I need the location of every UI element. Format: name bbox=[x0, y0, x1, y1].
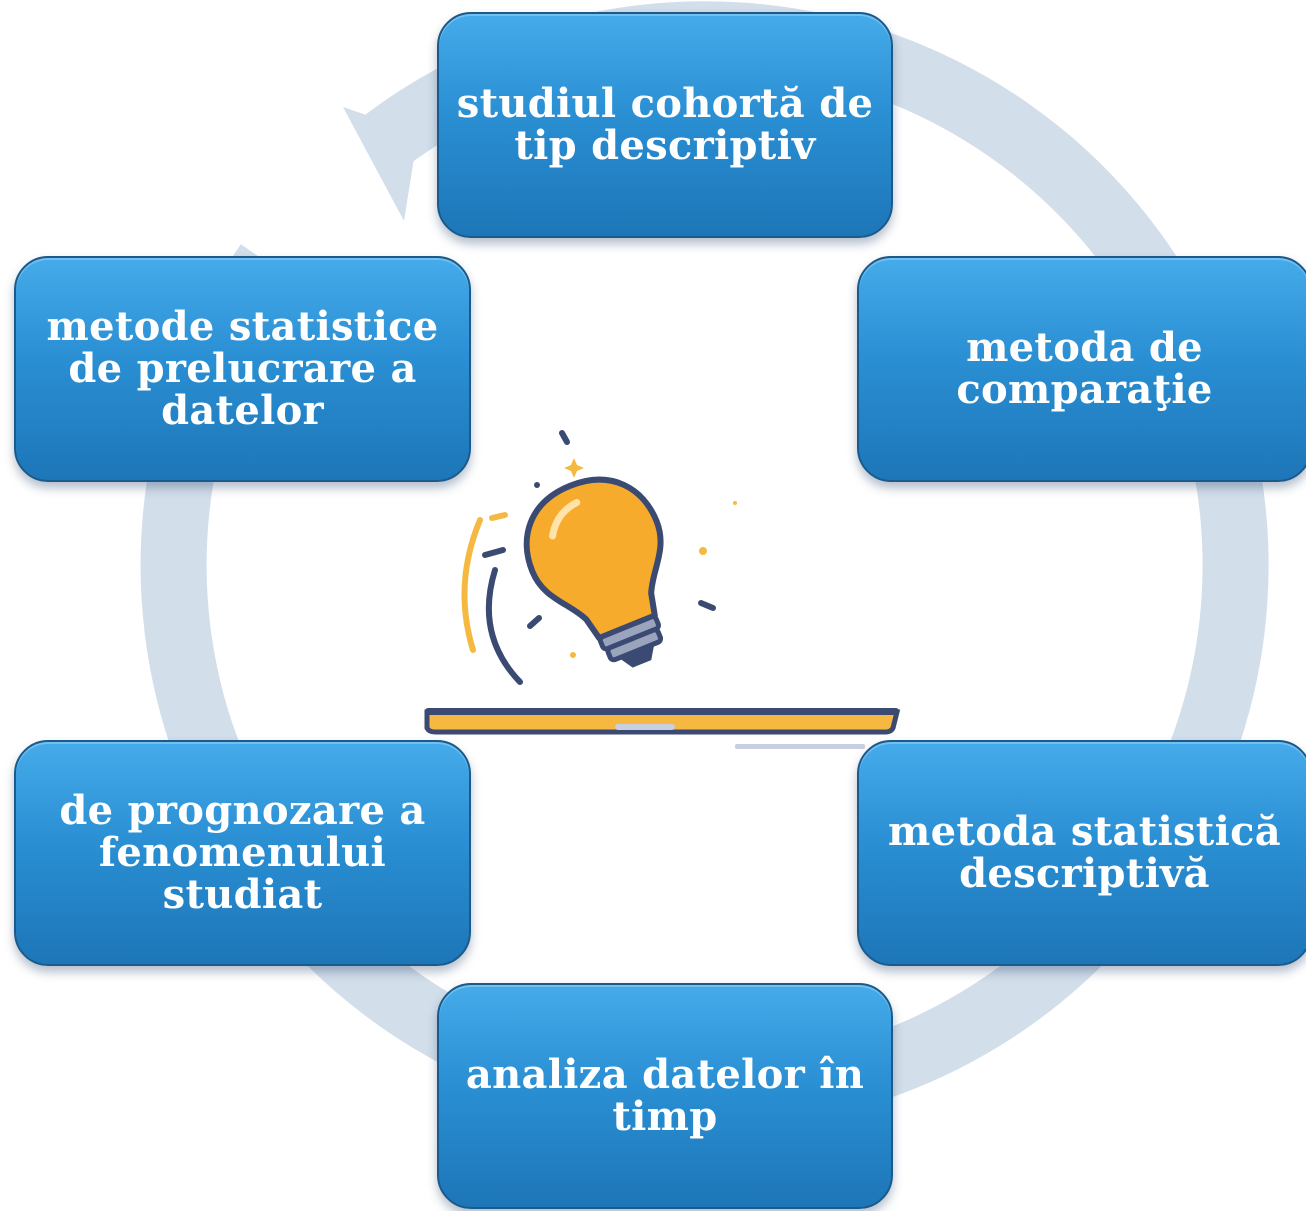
node-label: metoda de comparaţie bbox=[956, 324, 1213, 413]
laptop-base-icon bbox=[424, 708, 901, 749]
sparkle-icon bbox=[527, 615, 542, 629]
star-sparkle-icon bbox=[564, 458, 584, 478]
node-statistical-processing: metode statistice de prelucrare a datelo… bbox=[14, 256, 471, 482]
sparkle-icon bbox=[559, 430, 570, 445]
node-comparison-method: metoda de comparaţie bbox=[857, 256, 1306, 482]
sparkle-icon bbox=[698, 600, 716, 611]
node-time-analysis: analiza datelor în timp bbox=[437, 983, 893, 1209]
node-descriptive-statistics: metoda statistică descriptivă bbox=[857, 740, 1306, 966]
sparkle-dot-icon bbox=[699, 547, 707, 555]
sparkle-dot-icon bbox=[570, 652, 576, 658]
sparkle-dot-icon bbox=[534, 482, 540, 488]
node-label: de prognozare a fenomenului studiat bbox=[59, 787, 426, 918]
motion-arc-icon bbox=[485, 567, 523, 685]
node-label: metoda statistică descriptivă bbox=[888, 808, 1281, 897]
sparkle-icon bbox=[489, 512, 508, 521]
node-forecasting: de prognozare a fenomenului studiat bbox=[14, 740, 471, 966]
sparkle-dot-icon bbox=[733, 501, 737, 505]
lightbulb-on-laptop-icon bbox=[424, 430, 901, 749]
lightbulb-icon bbox=[523, 476, 664, 668]
node-label: metode statistice de prelucrare a datelo… bbox=[46, 303, 439, 434]
motion-arc-icon bbox=[461, 517, 483, 653]
node-label: analiza datelor în timp bbox=[465, 1051, 865, 1140]
sparkle-icon bbox=[482, 547, 506, 558]
ring-arrowhead bbox=[343, 107, 418, 221]
node-cohort-study: studiul cohortă de tip descriptiv bbox=[437, 12, 893, 238]
node-label: studiul cohortă de tip descriptiv bbox=[456, 80, 874, 169]
